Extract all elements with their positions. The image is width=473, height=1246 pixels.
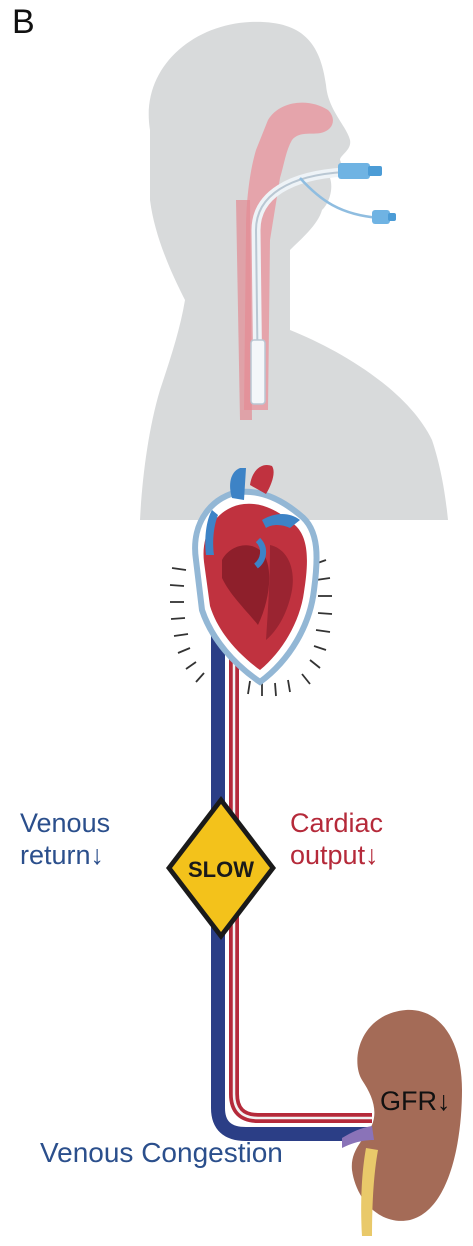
head-silhouette: [140, 22, 448, 520]
cardiac-output-line1: Cardiac: [290, 808, 383, 840]
venous-return-line2: return↓: [20, 840, 110, 872]
venous-return-label: Venous return↓: [20, 808, 110, 872]
panel-label: B: [12, 2, 35, 42]
gfr-label: GFR↓: [380, 1086, 451, 1118]
venous-return-line1: Venous: [20, 808, 110, 840]
cardiac-output-line2: output↓: [290, 840, 383, 872]
venous-congestion-label: Venous Congestion: [40, 1136, 283, 1169]
slow-sign-text: SLOW: [168, 857, 274, 883]
cardiac-output-label: Cardiac output↓: [290, 808, 383, 872]
